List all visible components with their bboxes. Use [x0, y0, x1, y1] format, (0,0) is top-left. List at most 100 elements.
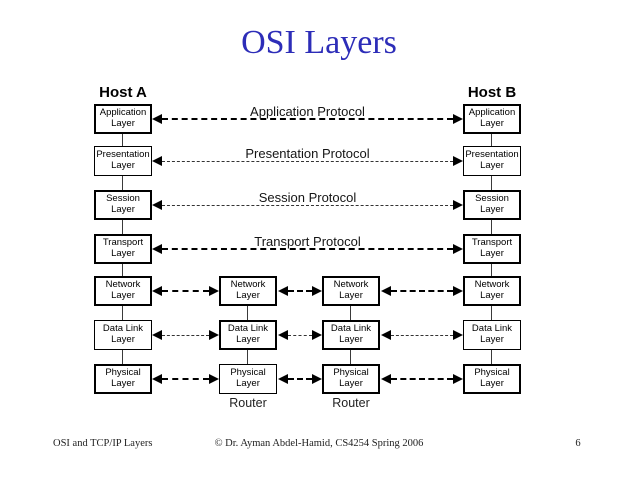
- physical-arrow-router1-router2: [278, 374, 322, 384]
- left-arrowhead-icon: [152, 244, 162, 254]
- layer-box-label: Data Link Layer: [330, 323, 372, 345]
- left-arrowhead-icon: [381, 286, 391, 296]
- layer-box-label: Data Link Layer: [102, 323, 144, 345]
- layer-box-label: Network Layer: [333, 279, 369, 301]
- physical-arrow-router2-hostb: [381, 374, 463, 384]
- right-arrowhead-icon: [453, 156, 463, 166]
- host-b-transport-layer-box: Transport Layer: [463, 234, 521, 264]
- layer-box-label: Network Layer: [474, 279, 510, 301]
- connector-line: [122, 134, 123, 146]
- layer-box-label: Network Layer: [230, 279, 266, 301]
- left-arrowhead-icon: [152, 114, 162, 124]
- layer-box-label: Physical Layer: [105, 367, 141, 389]
- dashed-line: [288, 378, 312, 380]
- transport-protocol-arrow: [152, 244, 463, 254]
- network-arrow-hosta-router1: [152, 286, 219, 296]
- right-arrowhead-icon: [453, 244, 463, 254]
- left-arrowhead-icon: [152, 200, 162, 210]
- host-a-transport-layer-box: Transport Layer: [94, 234, 152, 264]
- session-protocol-arrow: [152, 200, 463, 210]
- right-arrowhead-icon: [453, 374, 463, 384]
- datalink-arrow-hosta-router1: [152, 330, 219, 340]
- connector-line: [491, 350, 492, 364]
- dashed-line: [391, 290, 453, 292]
- left-arrowhead-icon: [152, 374, 162, 384]
- dashed-line: [288, 334, 312, 336]
- host-a-session-layer-box: Session Layer: [94, 190, 152, 220]
- physical-arrow-hosta-router1: [152, 374, 219, 384]
- router1-label: Router: [229, 396, 267, 410]
- dashed-line: [162, 118, 453, 120]
- layer-box-label: Network Layer: [105, 279, 141, 301]
- router1-network-layer-box: Network Layer: [219, 276, 277, 306]
- layer-box-label: Session Layer: [475, 193, 509, 215]
- host-b-application-layer-box: Application Layer: [463, 104, 521, 134]
- layer-box-label: Data Link Layer: [471, 323, 513, 345]
- dashed-line: [288, 290, 312, 292]
- datalink-arrow-router2-hostb: [381, 330, 463, 340]
- connector-line: [247, 350, 248, 364]
- right-arrowhead-icon: [209, 374, 219, 384]
- router1-data-link-layer-box: Data Link Layer: [219, 320, 277, 350]
- host-a-physical-layer-box: Physical Layer: [94, 364, 152, 394]
- connector-line: [491, 134, 492, 146]
- dashed-line: [162, 378, 209, 380]
- host-b-network-layer-box: Network Layer: [463, 276, 521, 306]
- host-b-label: Host B: [467, 84, 517, 101]
- layer-box-label: Data Link Layer: [227, 323, 269, 345]
- left-arrowhead-icon: [278, 286, 288, 296]
- layer-box-label: Session Layer: [106, 193, 140, 215]
- host-b-physical-layer-box: Physical Layer: [463, 364, 521, 394]
- left-arrowhead-icon: [381, 330, 391, 340]
- network-arrow-router1-router2: [278, 286, 322, 296]
- layer-box-label: Physical Layer: [333, 367, 369, 389]
- presentation-protocol-label: Presentation Protocol: [245, 146, 370, 161]
- right-arrowhead-icon: [312, 330, 322, 340]
- right-arrowhead-icon: [453, 330, 463, 340]
- footer-page-number: 6: [575, 438, 581, 449]
- dashed-line: [162, 290, 209, 292]
- host-a-presentation-layer-box: Presentation Layer: [94, 146, 152, 176]
- layer-box-label: Application Layer: [99, 107, 147, 129]
- session-protocol-label: Session Protocol: [258, 190, 357, 205]
- right-arrowhead-icon: [453, 286, 463, 296]
- connector-line: [491, 176, 492, 190]
- right-arrowhead-icon: [312, 374, 322, 384]
- left-arrowhead-icon: [381, 374, 391, 384]
- footer-left: OSI and TCP/IP Layers: [53, 438, 153, 449]
- left-arrowhead-icon: [152, 286, 162, 296]
- dashed-line: [162, 204, 453, 206]
- application-protocol-arrow: [152, 114, 463, 124]
- dashed-line: [162, 160, 453, 162]
- router2-data-link-layer-box: Data Link Layer: [322, 320, 380, 350]
- connector-line: [122, 350, 123, 364]
- left-arrowhead-icon: [152, 156, 162, 166]
- connector-line: [122, 306, 123, 320]
- dashed-line: [391, 378, 453, 380]
- right-arrowhead-icon: [453, 114, 463, 124]
- layer-box-label: Presentation Layer: [96, 149, 150, 171]
- layer-box-label: Application Layer: [468, 107, 516, 129]
- dashed-line: [162, 248, 453, 250]
- right-arrowhead-icon: [312, 286, 322, 296]
- connector-line: [491, 220, 492, 234]
- host-a-network-layer-box: Network Layer: [94, 276, 152, 306]
- layer-box-label: Physical Layer: [474, 367, 510, 389]
- connector-line: [247, 306, 248, 320]
- layer-box-label: Transport Layer: [471, 237, 513, 259]
- right-arrowhead-icon: [209, 330, 219, 340]
- application-protocol-label: Application Protocol: [250, 104, 365, 119]
- host-b-session-layer-box: Session Layer: [463, 190, 521, 220]
- dashed-line: [162, 334, 209, 336]
- transport-protocol-label: Transport Protocol: [254, 234, 361, 249]
- router2-network-layer-box: Network Layer: [322, 276, 380, 306]
- dashed-line: [391, 334, 453, 336]
- layer-box-label: Presentation Layer: [465, 149, 519, 171]
- router2-physical-layer-box: Physical Layer: [322, 364, 380, 394]
- connector-line: [491, 306, 492, 320]
- left-arrowhead-icon: [278, 330, 288, 340]
- datalink-arrow-router1-router2: [278, 330, 322, 340]
- page-title: OSI Layers: [241, 24, 397, 61]
- host-a-label: Host A: [99, 84, 147, 101]
